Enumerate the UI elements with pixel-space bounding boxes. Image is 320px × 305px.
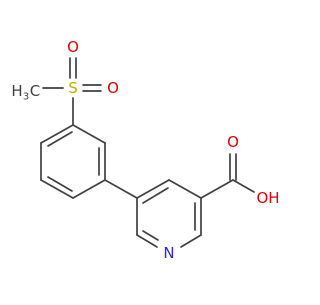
hydroxyl-label: OH [256, 189, 279, 207]
sulfonyl-oxygen-top-label: O [67, 38, 79, 56]
molecule-canvas: S O O H 3 C O OH N [11, 38, 280, 262]
bond [40, 179, 74, 199]
bond [200, 179, 234, 199]
bond-inner [47, 131, 73, 147]
sulfonyl-oxygen-right-label: O [107, 79, 119, 97]
bond [104, 179, 138, 199]
sulfur-atom-label: S [68, 79, 78, 97]
methyl-subscript-label: 3 [23, 92, 29, 103]
bond [40, 124, 74, 144]
bond-inner [47, 176, 73, 192]
carbonyl-oxygen-label: O [227, 133, 239, 151]
bond [72, 124, 106, 144]
methyl-c-label: C [30, 82, 40, 100]
methyl-h-label: H [11, 82, 22, 100]
bond [136, 179, 170, 199]
bond-inner [142, 230, 159, 241]
bond [232, 179, 255, 193]
bond-inner [142, 187, 169, 204]
bond [180, 234, 202, 248]
bond [136, 234, 158, 248]
structure-diagram: S O O H 3 C O OH N [11, 38, 279, 262]
bond-group [40, 57, 255, 248]
methyl-group-label: H 3 C [11, 82, 40, 103]
bond [72, 179, 106, 199]
ring-nitrogen-label: N [163, 244, 174, 262]
bond [168, 179, 202, 199]
